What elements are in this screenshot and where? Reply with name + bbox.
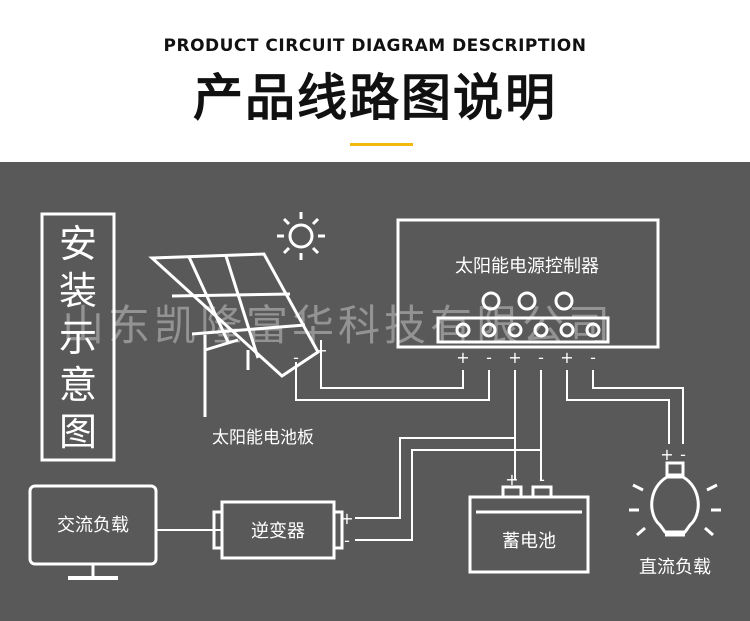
dc-load-minus: - [680,445,686,464]
battery-plus: + [505,470,518,489]
term-1-plus: + [456,348,469,367]
subtitle-en: PRODUCT CIRCUIT DIAGRAM DESCRIPTION [163,36,587,56]
inverter-minus: - [344,531,350,550]
inverter-icon: 逆变器 + - [212,500,354,560]
solar-panel-icon [148,252,320,417]
install-char-4: 意 [59,363,97,407]
wires [156,340,684,541]
dc-load-plus: + [660,445,673,464]
term-6-minus: - [590,348,596,367]
title-underline [350,143,413,146]
sun-icon [277,212,325,260]
install-char-5: 图 [59,410,97,454]
inverter-label: 逆变器 [251,521,305,542]
watermark: 山东凯隆富华科技有限公司 [62,301,615,350]
battery-icon: + - 蓄电池 [468,470,590,574]
term-3-plus: + [508,348,521,367]
page-title: 产品线路图说明 [193,69,557,127]
term-2-minus: - [486,348,492,367]
dc-load-label: 直流负载 [639,557,711,578]
inverter-plus: + [340,509,353,528]
install-box: 安 装 示 意 图 [40,212,116,462]
install-char-1: 安 [59,222,97,266]
terminal-strip [436,316,610,344]
header: PRODUCT CIRCUIT DIAGRAM DESCRIPTION 产品线路… [0,0,750,162]
battery-label: 蓄电池 [502,531,556,552]
panel-minus: - [293,348,299,367]
controller-box: 太阳能电源控制器 + - + - + - [396,218,660,367]
ac-load-label: 交流负载 [57,515,129,536]
terminal-screws [455,322,601,338]
install-char-2: 装 [59,269,97,313]
diagram-panel [0,162,750,621]
monitor-icon: 交流负载 [28,484,158,580]
term-4-minus: - [538,348,544,367]
install-char-3: 示 [59,316,97,360]
solar-panel-label: 太阳能电池板 [212,428,314,448]
battery-minus: - [539,470,545,489]
term-5-plus: + [560,348,573,367]
lightbulb-icon: + - [629,445,721,537]
controller-label: 太阳能电源控制器 [455,256,599,277]
controller-knobs [481,291,574,311]
